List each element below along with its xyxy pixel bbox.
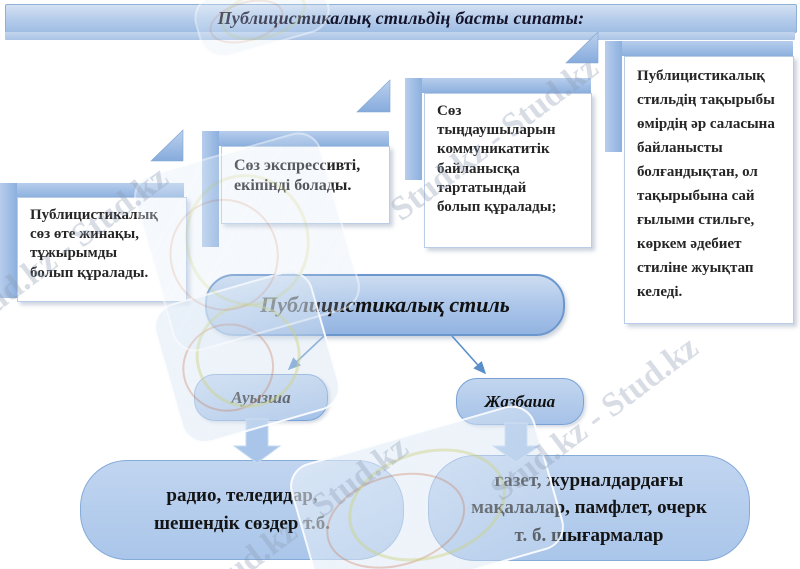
step-arrow-icon (356, 79, 391, 113)
central-node: Публицистикалық стиль (205, 274, 565, 336)
result-written-line: газет, журналдардағы (494, 469, 684, 491)
result-box-oral: радио, теледидар, шешендік сөздер т.б. (80, 460, 404, 560)
step-box-3: Сөз тыңдаушыларын коммуникатитік байланы… (424, 93, 592, 248)
result-oral-line: радио, теледидар, (166, 485, 318, 507)
step-arrow-icon (150, 129, 184, 162)
branch-oral-label: Ауызша (231, 387, 291, 407)
block-arrow-down-oral (232, 418, 282, 464)
result-oral-line: шешендік сөздер т.б. (154, 513, 330, 534)
result-written-line: т. б. шығармалар (514, 524, 664, 546)
step-text-1: Публицистикалық сөз өте жинақы, тұжырымд… (30, 207, 158, 281)
central-node-label: Публицистикалық стиль (260, 292, 510, 317)
branch-written: Жазбаша (456, 378, 584, 425)
result-box-written: газет, журналдардағы мақалалар, памфлет,… (428, 455, 750, 561)
page-title: Публицистикалық стильдің басты сипаты: (217, 8, 585, 28)
step-box-2: Сөз экспрессивті, екіпінді болады. (221, 146, 390, 224)
step-text-2: Сөз экспрессивті, екіпінді болады. (234, 157, 361, 195)
step-ribbon-horizontal (202, 131, 389, 146)
step-ribbon-vertical (0, 183, 17, 298)
step-ribbon-vertical (202, 131, 219, 247)
step-box-1: Публицистикалық сөз өте жинақы, тұжырымд… (17, 197, 187, 302)
result-written-line: мақалалар, памфлет, очерк (471, 497, 707, 519)
connector-arrow-oral (287, 335, 325, 371)
title-banner: Публицистикалық стильдің басты сипаты: (5, 4, 797, 33)
branch-oral: Ауызша (194, 374, 328, 421)
step-ribbon-horizontal (605, 41, 793, 56)
step-ribbon-vertical (405, 78, 422, 180)
branch-written-label: Жазбаша (484, 391, 556, 411)
step-box-4: Публицистикалық стильдің тақырыбы өмірді… (624, 56, 794, 324)
step-ribbon-vertical (605, 41, 622, 152)
step-ribbon-horizontal (405, 78, 591, 93)
title-banner-underline (5, 32, 795, 40)
step-text-3: Сөз тыңдаушыларын коммуникатитік байланы… (437, 103, 557, 215)
step-text-4: Публицистикалық стильдің тақырыбы өмірді… (637, 68, 775, 300)
connector-arrow-written (451, 335, 487, 375)
step-ribbon-horizontal (0, 183, 184, 198)
